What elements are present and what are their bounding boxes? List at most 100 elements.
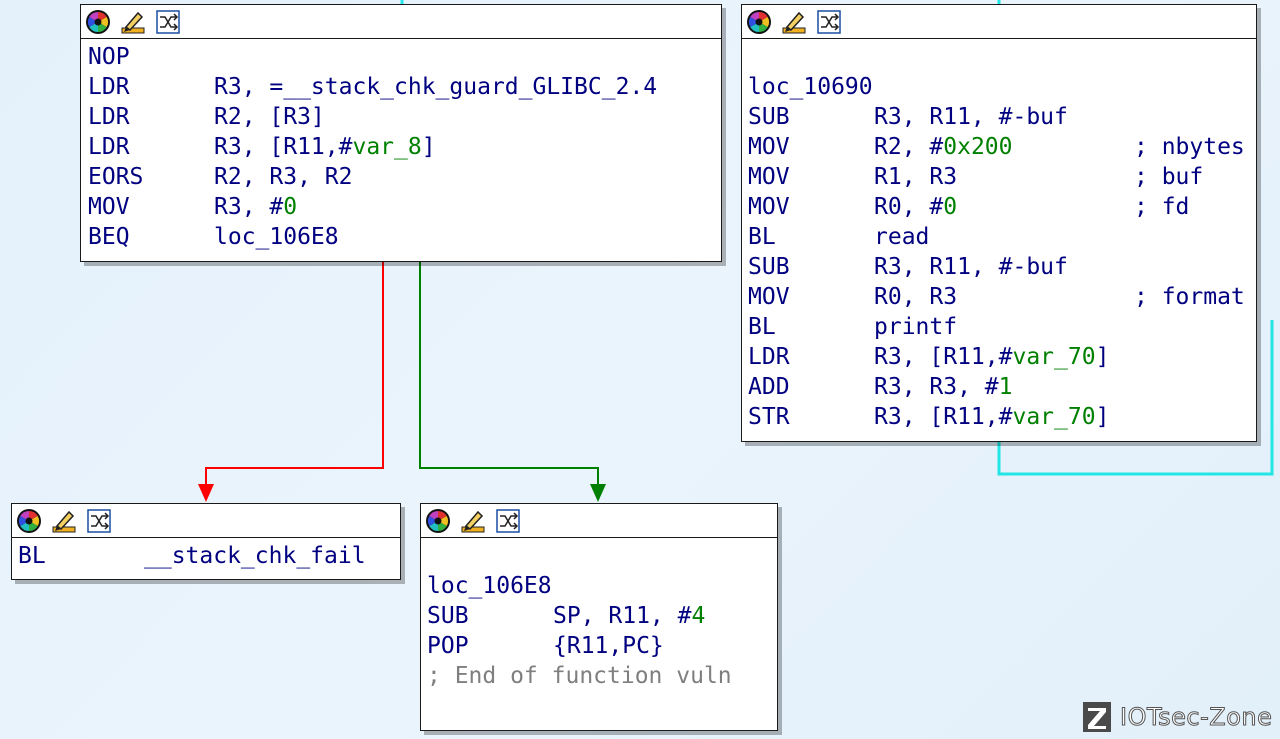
operand-immediate: var_70 <box>1012 344 1096 370</box>
code-line: BL __stack_chk_fail <box>18 541 400 571</box>
node-toolbar <box>742 5 1256 39</box>
node-toolbar <box>12 504 400 538</box>
operands: R3, R11, #-buf <box>874 102 1068 132</box>
palette-icon[interactable] <box>16 508 42 534</box>
operand-text: R3, [R11,# <box>214 134 353 160</box>
comment: ; format <box>1134 284 1245 310</box>
operand-text: {R11,PC} <box>553 633 664 659</box>
operands: R2, [R3] <box>214 102 325 132</box>
operands: {R11,PC} <box>553 631 664 661</box>
mnemonic: BL <box>18 543 46 569</box>
operand-text: read <box>874 224 930 250</box>
operands: R3, #0 <box>214 192 297 222</box>
false-branch-edge <box>205 262 384 488</box>
true-branch-arrow <box>590 484 606 502</box>
mnemonic: POP <box>427 633 469 659</box>
graph-layout-icon[interactable] <box>155 9 181 35</box>
mnemonic: BL <box>748 314 776 340</box>
true-branch-edge <box>419 262 599 488</box>
operands: R3, [R11,#var_70] <box>874 342 1109 372</box>
operand-text: R0, # <box>874 194 944 220</box>
operands: R3, [R11,#var_8] <box>214 132 436 162</box>
rename-icon[interactable] <box>460 508 486 534</box>
operands: R2, #0x200 <box>874 132 1013 162</box>
mnemonic: LDR <box>748 344 790 370</box>
rename-icon[interactable] <box>51 508 77 534</box>
code-line: LDR R3, [R11,#var_70] <box>748 342 1256 372</box>
operands: printf <box>874 312 957 342</box>
watermark: IOTsec-Zone <box>1082 700 1272 734</box>
function-end-comment: ; End of function vuln <box>427 663 732 689</box>
operand-immediate: 0 <box>283 194 298 220</box>
operand-text: R3, R11, #-buf <box>874 254 1068 280</box>
graph-layout-icon[interactable] <box>495 508 521 534</box>
mnemonic: LDR <box>88 134 130 160</box>
mnemonic: MOV <box>88 194 130 220</box>
mnemonic: BEQ <box>88 224 130 250</box>
comment: ; nbytes <box>1134 134 1245 160</box>
graph-layout-icon[interactable] <box>816 9 842 35</box>
operand-text: SP, R11, # <box>553 603 692 629</box>
operand-text: __stack_chk_fail <box>144 543 366 569</box>
operand-text: R1, R3 <box>874 164 958 190</box>
operand-suffix: ] <box>1095 344 1110 370</box>
operand-text: R3, [R11,# <box>874 404 1013 430</box>
operand-immediate: 0 <box>943 194 958 220</box>
comment: ; buf <box>1134 164 1204 190</box>
operands: read <box>874 222 929 252</box>
operand-immediate: var_8 <box>352 134 422 160</box>
mnemonic: MOV <box>748 164 790 190</box>
comment: ; fd <box>1134 194 1190 220</box>
code-line: BL printf <box>748 312 1256 342</box>
code-line: NOP <box>87 42 721 72</box>
mnemonic: NOP <box>88 44 130 70</box>
operand-text: R2, [R3] <box>214 104 325 130</box>
operand-text: R3, R11, #-buf <box>874 104 1068 130</box>
rename-icon[interactable] <box>781 9 807 35</box>
palette-icon[interactable] <box>746 9 772 35</box>
false-branch-arrow <box>198 484 214 502</box>
operands: R3, [R11,#var_70] <box>874 402 1109 432</box>
mnemonic: SUB <box>427 603 469 629</box>
watermark-text: IOTsec-Zone <box>1119 703 1273 732</box>
operands: R2, R3, R2 <box>214 162 352 192</box>
code-line: MOV R3, #0 <box>87 192 721 222</box>
palette-icon[interactable] <box>425 508 451 534</box>
rename-icon[interactable] <box>120 9 146 35</box>
code-line: SUB SP, R11, #4 <box>427 601 777 631</box>
operands: R0, R3 <box>874 282 957 312</box>
mnemonic: MOV <box>748 134 790 160</box>
mnemonic: BL <box>748 224 776 250</box>
mnemonic: LDR <box>88 74 130 100</box>
operand-text: R2, R3, R2 <box>214 164 353 190</box>
operand-immediate: 4 <box>691 603 706 629</box>
mnemonic: STR <box>748 404 790 430</box>
operands: R0, #0 <box>874 192 957 222</box>
code-line: MOV R0, #0 ; fd <box>748 192 1256 222</box>
code-line: STR R3, [R11,#var_70] <box>748 402 1256 432</box>
code-line: BL read <box>748 222 1256 252</box>
operand-text: R3, [R11,# <box>874 344 1013 370</box>
mnemonic: SUB <box>748 254 790 280</box>
graph-layout-icon[interactable] <box>86 508 112 534</box>
code-line: SUB R3, R11, #-buf <box>748 252 1256 282</box>
palette-icon[interactable] <box>85 9 111 35</box>
mnemonic: EORS <box>88 164 144 190</box>
code-line: LDR R3, [R11,#var_8] <box>87 132 721 162</box>
node-code: BL __stack_chk_fail <box>12 538 400 571</box>
operand-immediate: 0x200 <box>943 134 1013 160</box>
code-line: MOV R1, R3 ; buf <box>748 162 1256 192</box>
mnemonic: MOV <box>748 194 790 220</box>
operands: R3, R11, #-buf <box>874 252 1068 282</box>
operand-text: printf <box>874 314 958 340</box>
mnemonic: ADD <box>748 374 790 400</box>
node-stack-chk-fail[interactable]: BL __stack_chk_fail <box>11 503 401 580</box>
